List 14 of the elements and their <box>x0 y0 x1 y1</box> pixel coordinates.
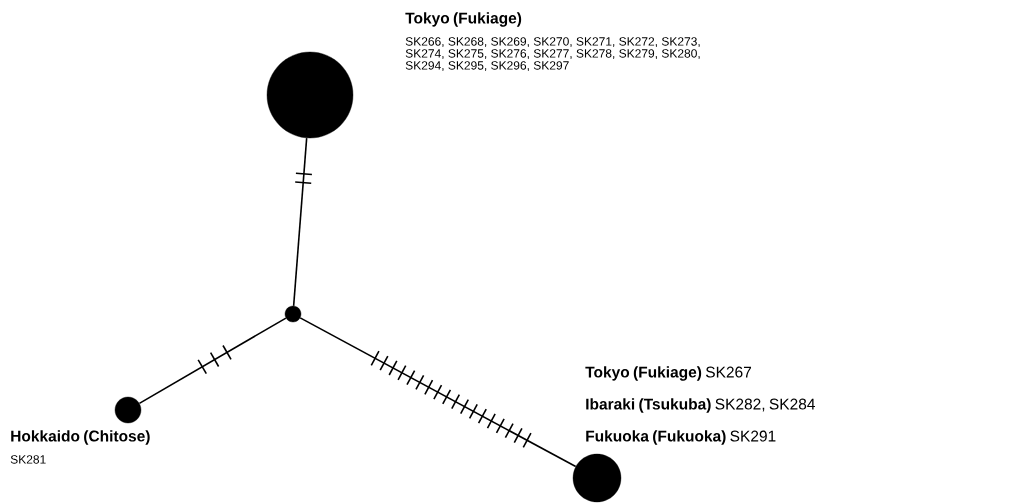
haplotype-circle <box>266 51 354 139</box>
location-label: SK281 <box>10 455 46 464</box>
junction-dot <box>284 305 302 323</box>
location-label: SK266, SK268, SK269, SK270, SK271, SK272, SK273, SK274, SK275, SK276, SK277, SK278, SK279, SK280, SK294, SK295, SK296, SK297 <box>405 37 700 72</box>
location-label: Hokkaido (Chitose) <box>11 430 150 445</box>
haplotype-circle <box>572 453 622 503</box>
haplotype-circle <box>114 396 142 424</box>
network-branch <box>292 137 313 307</box>
network-branch <box>299 317 577 468</box>
location-label: Ibaraki (Tsukuba) SK282, SK284 <box>586 398 815 413</box>
location-label: Tokyo (Fukiage) SK267 <box>585 366 751 381</box>
location-label: Tokyo (Fukiage) <box>405 12 522 27</box>
location-label: Fukuoka (Fukuoka) SK291 <box>586 430 776 445</box>
network-branch <box>138 317 287 405</box>
